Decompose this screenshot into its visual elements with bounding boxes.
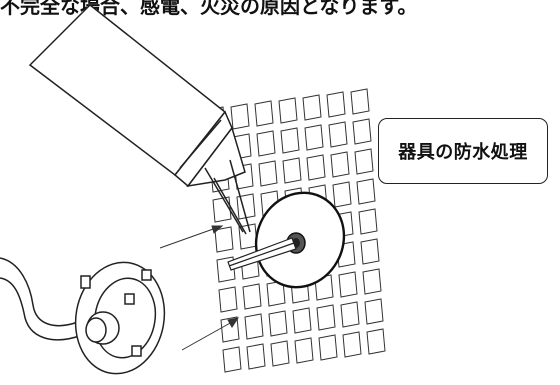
wall-grid-cell [270, 340, 290, 367]
wall-grid-cell [362, 268, 382, 295]
fixture-base-icon [0, 257, 166, 375]
wall-grid-cell [212, 196, 232, 223]
wall-grid-cell [306, 154, 326, 181]
wall-grid-cell [268, 310, 288, 337]
wall-grid-cell [220, 316, 240, 343]
wall-grid-cell [216, 256, 236, 283]
instruction-text: 不完全な場合、感電、火災の原因となります。 [0, 0, 418, 18]
callout-label: 器具の防水処理 [398, 142, 528, 163]
wall-grid-cell [304, 124, 324, 151]
wall-grid-cell [360, 238, 380, 265]
wall-grid-cell [244, 313, 264, 340]
wall-grid-cell [230, 103, 250, 130]
wall-grid-cell [350, 88, 370, 115]
callout-box: 器具の防水処理 [378, 118, 548, 184]
wall-grid-cell [338, 271, 358, 298]
cable-hole-icon [227, 191, 346, 289]
wall-grid-cell [340, 301, 360, 328]
wall-grid-cell [328, 121, 348, 148]
wall-grid-cell [364, 298, 384, 325]
wall-grid-cell [280, 127, 300, 154]
wall-grid-cell [352, 118, 372, 145]
wall-grid-cell [278, 97, 298, 124]
wall-grid-cell [326, 91, 346, 118]
wall-grid-cell [358, 208, 378, 235]
wall-grid-cell [330, 151, 350, 178]
wall-grid-cell [316, 304, 336, 331]
wall-grid-cell [246, 343, 266, 370]
wall-grid-cell [218, 286, 238, 313]
wall-grid-cell [332, 181, 352, 208]
wall-grid-cell [254, 100, 274, 127]
wall-grid-cell [302, 94, 322, 121]
wall-grid-cell [294, 337, 314, 364]
wall-grid-cell [354, 148, 374, 175]
wall-grid-cell [292, 307, 312, 334]
wall-grid-cell [222, 346, 242, 373]
wall-grid-cell [214, 226, 234, 253]
sealant-gun-icon [28, 3, 251, 235]
wall-grid-cell [256, 130, 276, 157]
wall-grid-cell [282, 157, 302, 184]
wall-grid-cell [258, 160, 278, 187]
wall-grid-cell [242, 283, 262, 310]
direction-arrow-icon [159, 225, 240, 351]
wall-grid-cell [318, 334, 338, 361]
wall-grid-cell [236, 193, 256, 220]
wall-grid-cell [366, 328, 386, 355]
wall-grid-cell [356, 178, 376, 205]
wall-grid-cell [342, 331, 362, 358]
